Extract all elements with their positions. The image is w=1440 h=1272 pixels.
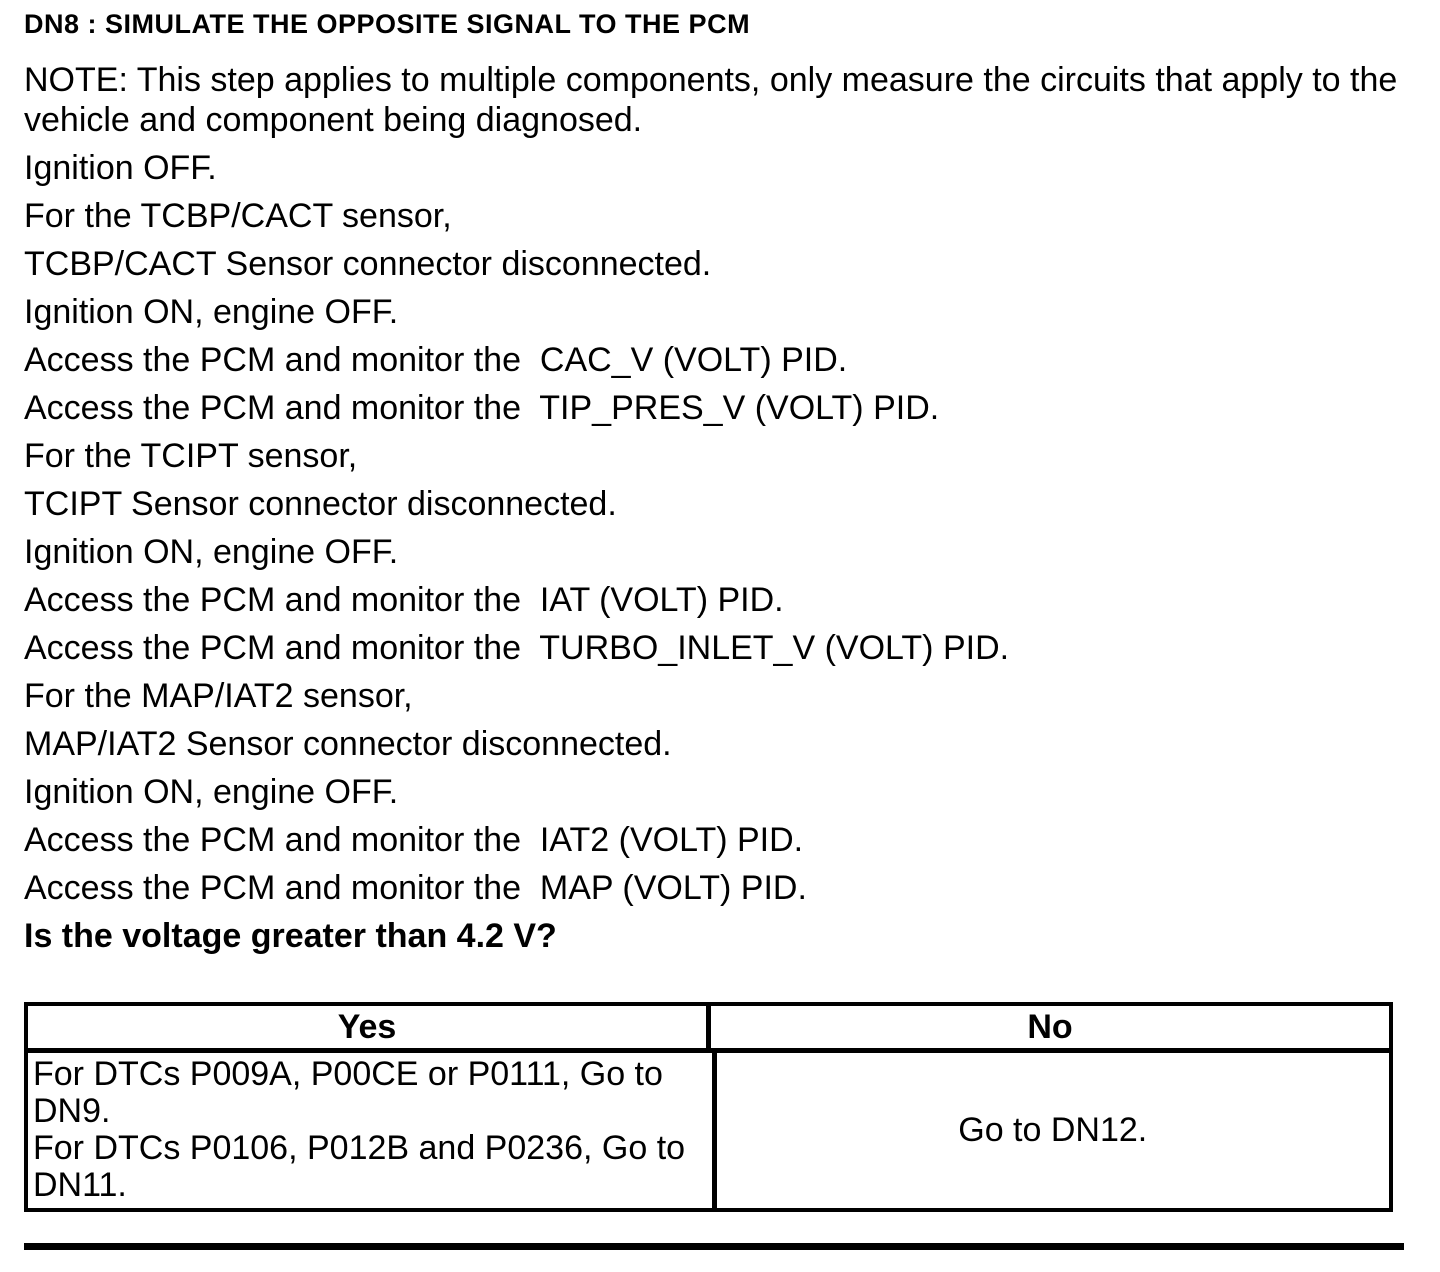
yes-result-line: For DTCs P009A, P00CE or P0111, Go to [33,1055,663,1093]
results-table-body-row: For DTCs P009A, P00CE or P0111, Go to DN… [28,1053,1389,1208]
note-line-1: NOTE: This step applies to multiple comp… [24,61,1398,99]
step-line: MAP/IAT2 Sensor connector disconnected. [24,725,672,763]
decision-question: Is the voltage greater than 4.2 V? [24,917,557,955]
step-line: Access the PCM and monitor the IAT2 (VOL… [24,821,804,859]
yes-result-line: DN11. [33,1166,127,1204]
step-line: TCIPT Sensor connector disconnected. [24,485,617,523]
note-paragraph: NOTE: This step applies to multiple comp… [24,60,1410,140]
step-line: Access the PCM and monitor the MAP (VOLT… [24,869,807,907]
step-line: For the MAP/IAT2 sensor, [24,677,413,715]
step-line: Ignition ON, engine OFF. [24,533,399,571]
no-result-cell: Go to DN12. [711,1053,1390,1208]
step-line: Access the PCM and monitor the TIP_PRES_… [24,389,940,427]
step-line: Access the PCM and monitor the CAC_V (VO… [24,341,848,379]
yes-header-cell: Yes [337,1008,397,1046]
step-line: For the TCIPT sensor, [24,437,358,475]
results-table: Yes No For DTCs P009A, P00CE or P0111, G… [24,1002,1393,1212]
step-line: Ignition OFF. [24,149,217,187]
step-line: Access the PCM and monitor the IAT (VOLT… [24,581,784,619]
step-line: For the TCBP/CACT sensor, [24,197,452,235]
step-line: Ignition ON, engine OFF. [24,293,399,331]
step-line: TCBP/CACT Sensor connector disconnected. [24,245,712,283]
section-divider [24,1243,1404,1250]
step-line: Ignition ON, engine OFF. [24,773,399,811]
page-title: DN8 : SIMULATE THE OPPOSITE SIGNAL TO TH… [24,9,751,39]
note-line-2: vehicle and component being diagnosed. [24,101,643,139]
results-table-header-row: Yes No [28,1006,1389,1053]
yes-result-cell: For DTCs P009A, P00CE or P0111, Go to DN… [28,1053,712,1208]
step-line: Access the PCM and monitor the TURBO_INL… [24,629,1010,667]
no-header-cell: No [706,1006,1389,1048]
yes-result-line: For DTCs P0106, P012B and P0236, Go to [33,1129,686,1167]
yes-result-line: DN9. [33,1092,111,1130]
